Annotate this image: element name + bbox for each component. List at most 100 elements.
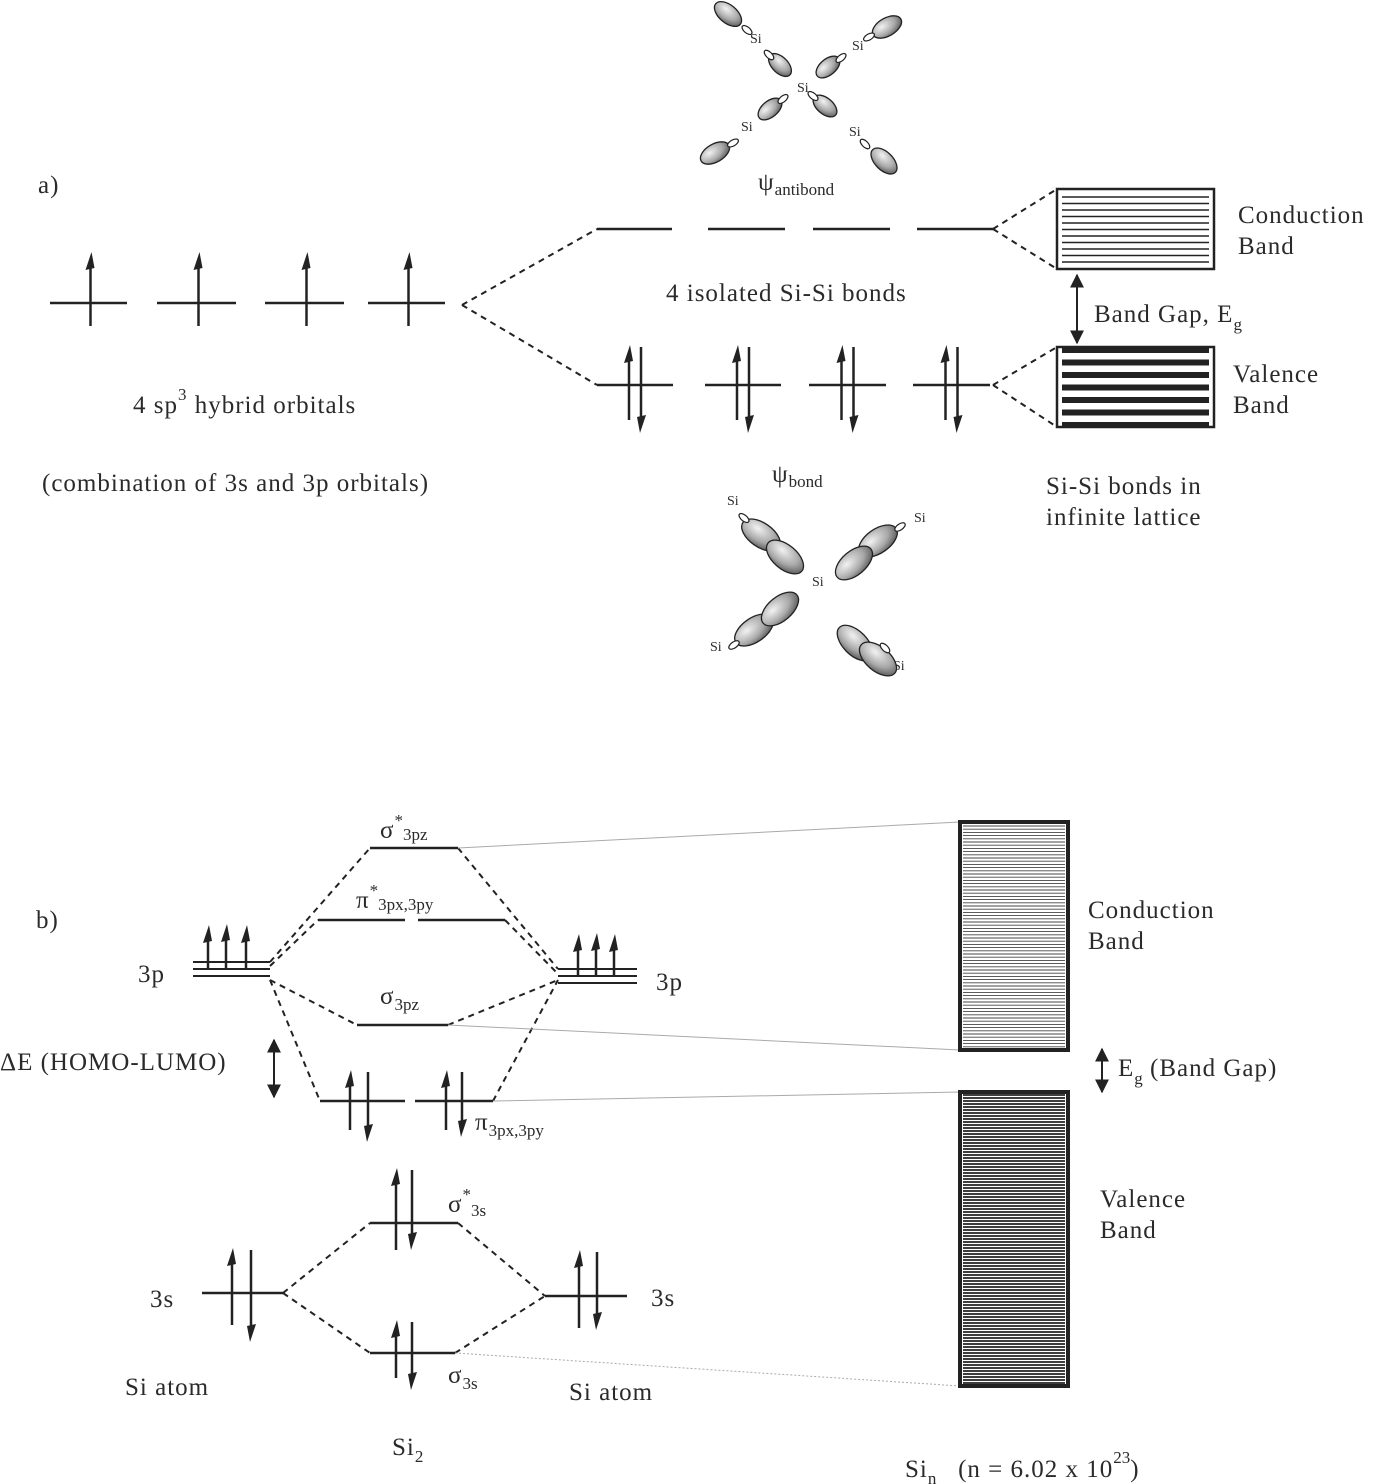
connector-sigma-star-3pz: [457, 821, 961, 849]
electron-up-arrowhead: [345, 1070, 354, 1088]
electron-down-arrowhead: [364, 1124, 373, 1142]
isolated-bonds-label: 4 isolated Si-Si bonds: [666, 280, 907, 307]
sigma-star-3pz-label: σ*3pz: [380, 811, 428, 844]
orbital-small-lobe: [777, 93, 789, 105]
orbital-small-lobe: [738, 512, 750, 524]
panel-b: b) 3p 3p 3s 3s Si atom Si atom ΔE (HOMO-…: [0, 811, 1277, 1484]
si-atom-label: Si: [812, 575, 824, 590]
correlation-pi: [269, 979, 559, 1102]
electron-down-arrowhead: [593, 1312, 602, 1330]
si-atom-label: Si: [750, 32, 762, 47]
electron-down-arrowhead: [408, 1232, 417, 1250]
homo-lumo-label: ΔE (HOMO-LUMO): [0, 1049, 227, 1076]
electron-up-arrowhead: [609, 934, 618, 952]
electron-up-arrowhead: [732, 345, 741, 363]
sigma-3s-label: σ3s: [448, 1362, 478, 1393]
pi-label: π3px,3py: [475, 1109, 544, 1140]
panel-a-label: a): [38, 172, 59, 199]
valence-band-label-a-2: Band: [1233, 392, 1290, 419]
lattice-label-2: infinite lattice: [1046, 504, 1202, 531]
electron-down-arrowhead: [637, 415, 646, 433]
si-atom-label: Si: [849, 125, 861, 140]
valence-band-box-b: [958, 1090, 1070, 1388]
electron-up-arrowhead: [574, 1250, 583, 1268]
sp3-hybrid-levels: [50, 252, 445, 326]
electron-up-arrowhead: [391, 1168, 400, 1186]
connector-sigma-3pz: [447, 1024, 961, 1051]
left-3p-label: 3p: [138, 961, 165, 988]
valence-band-label-a-1: Valence: [1233, 361, 1319, 388]
orbital-small-lobe: [879, 642, 891, 654]
left-3s-label: 3s: [150, 1286, 174, 1313]
sp3-combination-label: (combination of 3s and 3p orbitals): [42, 470, 429, 497]
orbital-lobe: [871, 15, 903, 39]
correlation-sigma-star-3pz: [269, 847, 559, 970]
right-3s-label: 3s: [651, 1285, 675, 1312]
conduction-band-label-b-2: Band: [1088, 928, 1145, 955]
orbital-small-lobe: [728, 640, 740, 650]
valence-fan-lines: [992, 346, 1058, 428]
sp3-hybrid-label: 4 sp3 hybrid orbitals: [133, 385, 356, 419]
psi-bond-label: ψbond: [772, 461, 823, 491]
electron-up-arrowhead: [836, 345, 846, 363]
valence-band-box-a: [1055, 345, 1216, 429]
electron-down-arrowhead: [408, 1372, 417, 1390]
orbital-small-lobe: [763, 49, 775, 61]
conduction-band-label-a-2: Band: [1238, 233, 1295, 260]
electron-up-arrowhead: [940, 345, 950, 363]
electron-down-arrowhead: [247, 1324, 256, 1342]
sigma-star-3s-label: σ*3s: [448, 1185, 486, 1220]
correlation-sigma-star-3s: [282, 1222, 546, 1297]
panel-a: a) 4 sp3 hybrid orbitals (combination of…: [38, 0, 1364, 677]
si-atom-label: Si: [797, 81, 809, 96]
si-atom-right-label: Si atom: [569, 1379, 653, 1406]
orbital-lobe: [765, 539, 805, 575]
orbital-lobe: [834, 545, 874, 581]
electron-up-arrowhead: [241, 925, 250, 943]
electron-up-arrowhead: [391, 1320, 400, 1338]
si-atom-label: Si: [741, 120, 753, 135]
band-gap-label-a: Band Gap, Eg: [1094, 301, 1242, 334]
electron-up-arrowhead: [573, 934, 582, 952]
mo-diagram-levels: [193, 846, 637, 1390]
electron-down-arrowhead: [849, 415, 859, 433]
si-atom-label: Si: [727, 494, 739, 509]
si-atom-label: Si: [852, 39, 864, 54]
orbital-small-lobe: [835, 52, 847, 64]
electron-down-arrowhead: [458, 1119, 467, 1137]
orbital-lobe: [713, 0, 743, 28]
orbital-lobe: [760, 591, 800, 627]
orbital-small-lobe: [894, 522, 906, 532]
si-atom-left-label: Si atom: [125, 1374, 209, 1401]
si-atom-label: Si: [893, 659, 905, 674]
pi-star-label: π*3px,3py: [356, 881, 434, 914]
correlation-sigma-3pz: [269, 979, 559, 1026]
orbital-lobe: [699, 141, 731, 165]
electron-down-arrowhead: [745, 415, 754, 433]
panel-b-label: b): [36, 907, 59, 934]
orbital-small-lobe: [726, 138, 740, 148]
band-gap-label-b: Eg (Band Gap): [1118, 1055, 1277, 1088]
electron-up-arrowhead: [624, 345, 633, 363]
electron-up-arrowhead: [221, 924, 230, 942]
orbital-small-lobe: [859, 138, 871, 150]
conduction-band-label-b-1: Conduction: [1088, 897, 1215, 924]
si-atom-label: Si: [710, 640, 722, 655]
connector-sigma-3s: [454, 1352, 961, 1387]
orbital-small-lobe: [741, 24, 753, 36]
electron-up-arrowhead: [441, 1070, 450, 1088]
lattice-label-1: Si-Si bonds in: [1046, 473, 1202, 500]
correlation-pi-star: [269, 919, 559, 975]
conduction-band-box-b: [958, 820, 1070, 1052]
correlation-sigma-3s: [282, 1292, 546, 1354]
electron-up-arrowhead: [227, 1248, 236, 1266]
right-3p-label: 3p: [656, 969, 683, 996]
electron-up-arrowhead: [193, 252, 203, 270]
valence-band-label-b-2: Band: [1100, 1217, 1157, 1244]
sin-label: Sin (n = 6.02 x 1023): [905, 1448, 1140, 1484]
electron-up-arrowhead: [591, 933, 600, 951]
connector-pi: [492, 1091, 961, 1102]
